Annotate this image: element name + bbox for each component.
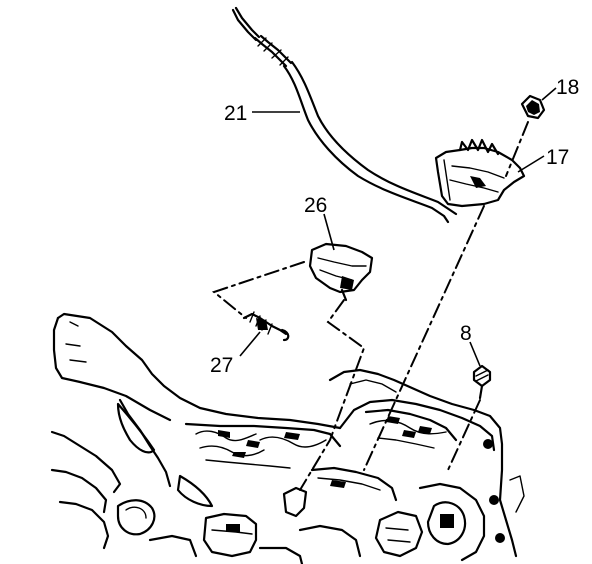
spring-27 (242, 311, 290, 342)
bolt-8 (472, 364, 492, 400)
callout-18: 18 (556, 76, 579, 99)
callout-8: 8 (460, 322, 472, 345)
callout-26: 26 (304, 194, 327, 217)
shift-lever-bracket-17 (434, 138, 526, 208)
assembly-centerlines (211, 121, 529, 491)
transmission-case (50, 312, 525, 564)
nut-18 (520, 94, 546, 120)
bracket-26 (308, 242, 374, 302)
callout-labels: 21 18 17 26 27 8 (210, 76, 579, 377)
callout-17: 17 (546, 146, 569, 169)
callout-27: 27 (210, 354, 233, 377)
callout-leaders (239, 87, 557, 367)
callout-21: 21 (224, 102, 247, 125)
shift-cable (231, 6, 458, 224)
